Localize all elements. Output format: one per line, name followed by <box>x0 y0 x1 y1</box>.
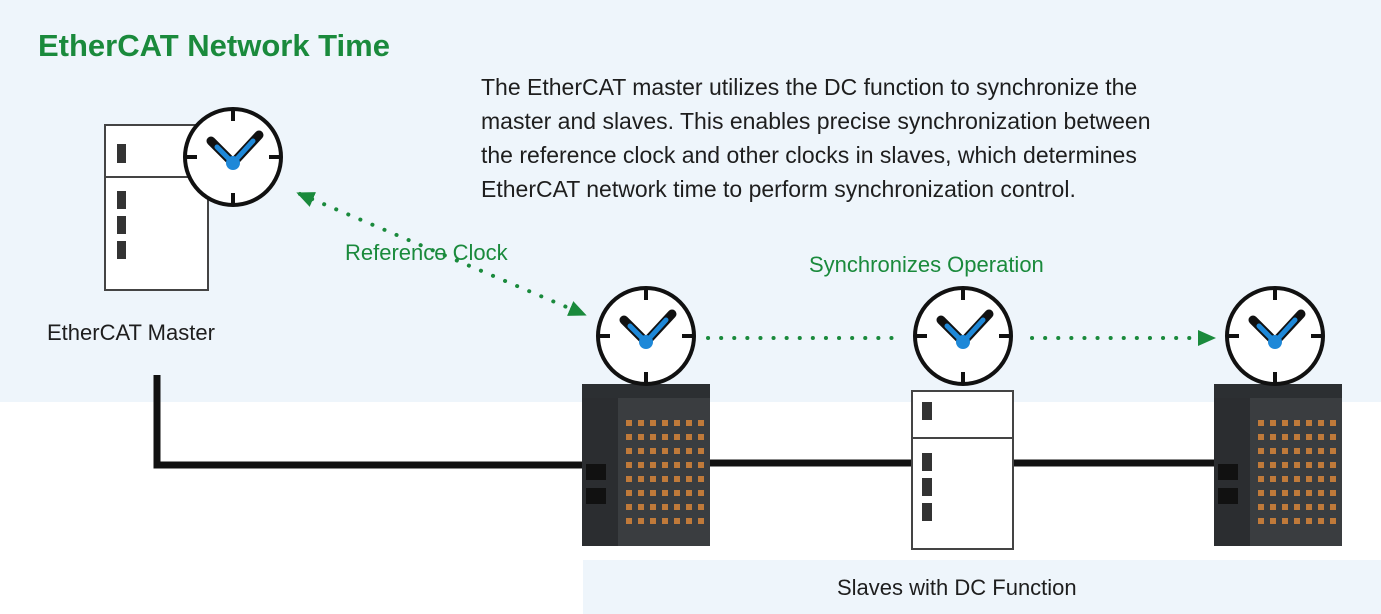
slaves-label: Slaves with DC Function <box>837 575 1077 600</box>
reference-clock-arrow <box>296 192 587 316</box>
description-line: the reference clock and other clocks in … <box>481 142 1137 168</box>
io-module-icon <box>1214 384 1342 546</box>
clock-icon <box>915 288 1011 384</box>
reference-clock-label: Reference Clock <box>345 240 508 265</box>
ethercat-cable <box>153 375 1216 469</box>
io-module-icon <box>582 384 710 546</box>
description-line: master and slaves. This enables precise … <box>481 108 1151 134</box>
clock-icon <box>598 288 694 384</box>
master-label: EtherCAT Master <box>47 320 215 345</box>
clock-icon <box>185 109 281 205</box>
page-title: EtherCAT Network Time <box>38 28 390 63</box>
description: The EtherCAT master utilizes the DC func… <box>481 70 1361 206</box>
slaves-panel <box>583 560 1381 614</box>
slave-device-icon <box>911 390 1014 550</box>
synchronizes-label: Synchronizes Operation <box>809 252 1044 277</box>
description-line: The EtherCAT master utilizes the DC func… <box>481 74 1138 100</box>
clock-icon <box>1227 288 1323 384</box>
